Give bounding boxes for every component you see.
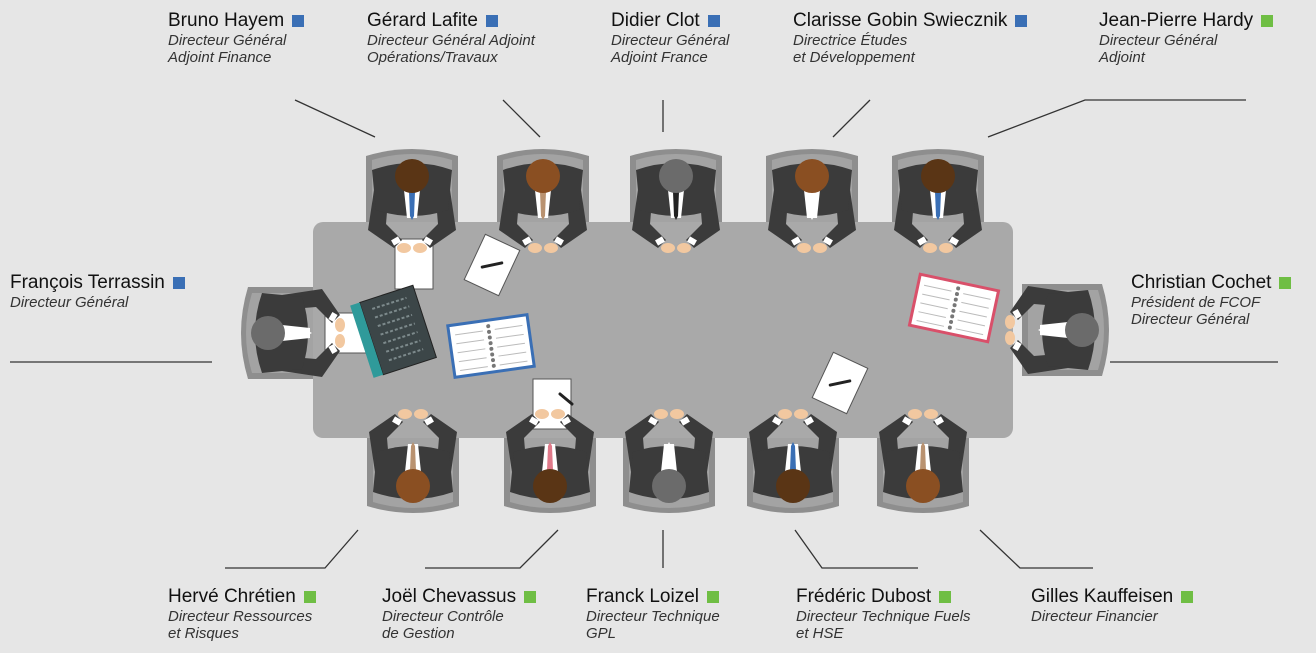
- marker-square-blue: [292, 14, 305, 27]
- person-gilles-kauffeisen: [879, 409, 967, 503]
- connector-line-herve-chretien: [225, 529, 359, 569]
- laptop: [350, 284, 438, 378]
- attendee-role-line: et HSE: [796, 625, 844, 643]
- attendee-name-text: Gilles Kauffeisen: [1031, 586, 1174, 607]
- attendee-role-line: Adjoint: [1099, 49, 1145, 67]
- attendee-name: Hervé Chrétien: [168, 586, 316, 608]
- person-joel-chevassus: [506, 409, 594, 503]
- connector-line-jean-pierre-hardy: [987, 99, 1246, 138]
- attendee-name-text: Jean-Pierre Hardy: [1099, 10, 1254, 31]
- attendee-name: Gérard Lafite: [367, 10, 535, 32]
- person-christian-cochet: [1005, 286, 1099, 374]
- marker-square-blue: [707, 14, 720, 27]
- notebook-red: [907, 272, 1001, 344]
- person-herve-chretien: [369, 409, 457, 503]
- attendee-role-line: Directeur Financier: [1031, 607, 1158, 625]
- connector-line-bruno-hayem: [294, 99, 376, 138]
- attendee-name-text: Joël Chevassus: [382, 586, 517, 607]
- attendee-role-line: Directeur Général: [1131, 311, 1250, 329]
- notebook-blue: [446, 312, 536, 380]
- connector-line-gerard-lafite: [502, 99, 541, 138]
- attendees: [251, 159, 1099, 503]
- marker-square-green: [939, 590, 952, 603]
- marker-square-green: [303, 590, 316, 603]
- attendee-role-line: Directeur Général: [611, 31, 730, 49]
- marker-square-green: [524, 590, 537, 603]
- attendee-role-line: Directeur Général Adjoint: [367, 31, 535, 49]
- attendee-name: Franck Loizel: [586, 586, 720, 608]
- attendee-role-line: Directeur Général: [168, 31, 287, 49]
- person-gerard-lafite: [499, 159, 587, 253]
- attendee-name-text: Didier Clot: [611, 10, 700, 31]
- attendee-role-line: et Développement: [793, 49, 915, 67]
- person-francois-terrassin: [251, 289, 345, 377]
- attendee-name: Jean-Pierre Hardy: [1099, 10, 1274, 32]
- marker-square-blue: [1015, 14, 1028, 27]
- attendee-name-text: Clarisse Gobin Swiecznik: [793, 10, 1008, 31]
- attendee-name-text: François Terrassin: [10, 272, 165, 293]
- attendee-name-text: Christian Cochet: [1131, 272, 1272, 293]
- attendee-name-text: Frédéric Dubost: [796, 586, 932, 607]
- marker-square-green: [707, 590, 719, 603]
- attendee-role-line: Opérations/Travaux: [367, 49, 498, 67]
- attendee-name: Gilles Kauffeisen: [1031, 586, 1194, 608]
- attendee-role-line: Directeur Général: [1099, 31, 1218, 49]
- person-jean-pierre-hardy: [894, 159, 982, 253]
- attendee-role-line: Directeur Ressources: [168, 607, 313, 625]
- attendee-role-line: de Gestion: [382, 625, 455, 643]
- connector-line-frederic-dubost: [794, 529, 918, 569]
- person-frederic-dubost: [749, 409, 837, 503]
- attendee-role-line: Directeur Contrôle: [382, 607, 504, 625]
- person-clarisse-gobin-swiecznik: [768, 159, 856, 253]
- attendee-role-line: Adjoint France: [611, 49, 708, 67]
- attendee-role-line: Directrice Études: [793, 31, 908, 49]
- attendee-role-line: GPL: [586, 625, 617, 643]
- attendee-name: Didier Clot: [611, 10, 729, 32]
- attendee-role-line: Directeur Technique Fuels: [796, 607, 971, 625]
- attendee-role-line: Directeur Technique: [586, 607, 720, 625]
- person-franck-loizel: [625, 409, 713, 503]
- connector-line-gilles-kauffeisen: [979, 529, 1093, 569]
- paper-sheet-2: [463, 233, 521, 297]
- marker-square-green: [1261, 14, 1274, 27]
- attendee-name-text: Bruno Hayem: [168, 10, 285, 31]
- paper-sheet-5: [811, 351, 869, 415]
- attendee-role-line: et Risques: [168, 625, 239, 643]
- attendee-name-text: Gérard Lafite: [367, 10, 478, 31]
- attendee-name: Bruno Hayem: [168, 10, 305, 32]
- marker-square-green: [1181, 590, 1194, 603]
- attendee-role-line: Président de FCOF: [1131, 293, 1261, 311]
- marker-square-blue: [172, 276, 185, 289]
- attendee-name: Joël Chevassus: [382, 586, 537, 608]
- connector-line-clarisse-gobin-swiecznik: [832, 99, 871, 138]
- attendee-name: François Terrassin: [10, 272, 185, 294]
- attendee-role-line: Directeur Général: [10, 293, 129, 311]
- attendee-name-text: Franck Loizel: [586, 586, 699, 607]
- attendee-role-line: Adjoint Finance: [168, 49, 272, 67]
- table-props: [324, 233, 1001, 430]
- person-didier-clot: [632, 159, 720, 253]
- marker-square-green: [1279, 276, 1292, 289]
- marker-square-blue: [485, 14, 498, 27]
- attendee-name: Christian Cochet: [1131, 272, 1292, 294]
- connector-line-joel-chevassus: [425, 529, 559, 569]
- person-bruno-hayem: [368, 159, 456, 253]
- attendee-name: Frédéric Dubost: [796, 586, 971, 608]
- connector-lines: [10, 99, 1278, 569]
- attendee-name: Clarisse Gobin Swiecznik: [793, 10, 1028, 32]
- attendee-name-text: Hervé Chrétien: [168, 586, 296, 607]
